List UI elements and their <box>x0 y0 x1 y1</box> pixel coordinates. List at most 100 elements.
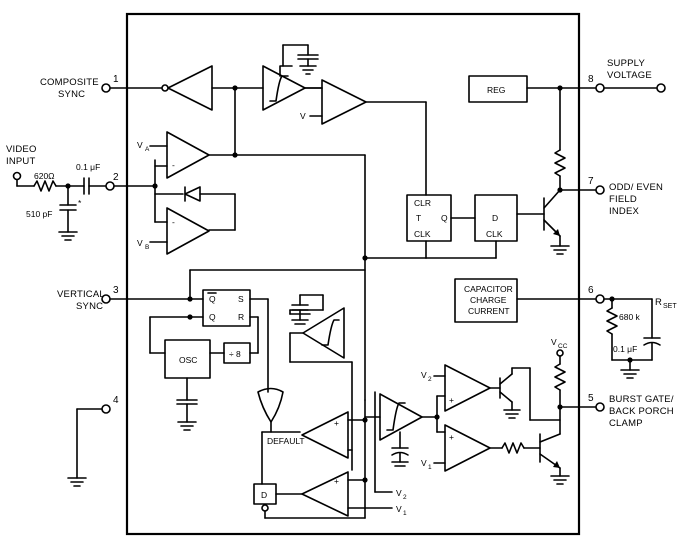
ccc-line2: CHARGE <box>470 295 507 305</box>
pin8-label-line2: VOLTAGE <box>607 70 652 81</box>
comp-b-minus: - <box>172 217 175 227</box>
ccc-line3: CURRENT <box>468 306 510 316</box>
pin8-number: 8 <box>588 74 594 85</box>
d-latch-small: D <box>253 483 366 519</box>
d-small-label: D <box>261 490 267 500</box>
default-label: DEFAULT <box>267 436 305 446</box>
or-gate: DEFAULT <box>257 387 305 485</box>
opamp-v2: + V 2 <box>421 364 531 421</box>
comparator-v1: + V 1 <box>275 471 407 517</box>
rset-sub: SET <box>663 303 677 310</box>
pin5-label-line2: BACK PORCH <box>609 406 674 417</box>
pin7-label-line3: INDEX <box>609 206 639 217</box>
osc-label: OSC <box>179 355 197 365</box>
pullup-resistor <box>554 149 566 177</box>
vb-label: V <box>137 238 143 248</box>
supply-terminal <box>656 83 666 93</box>
pin-6-rset: 6 R SET 680 k 0.1 μF <box>588 285 677 379</box>
v2-sub-a: 2 <box>403 494 407 501</box>
v1-sub-b: 1 <box>428 464 432 471</box>
pin-1-composite-sync: COMPOSITE SYNC 1 <box>40 65 264 157</box>
pin1-label-line1: COMPOSITE <box>40 77 99 88</box>
rset-value: 680 k <box>619 312 641 322</box>
v2-line: V 2 <box>374 391 407 501</box>
pin3-number: 3 <box>113 285 119 296</box>
v2-sub-b: 2 <box>428 376 432 383</box>
inverter-bubble <box>161 84 169 92</box>
pin3-terminal <box>101 294 111 304</box>
latch-qbar: Q <box>209 294 216 304</box>
ic-package-outline <box>125 12 581 536</box>
comparator-b: - V B <box>137 207 210 255</box>
v-ref-label: V <box>300 111 306 121</box>
pin3-label-line2: SYNC <box>76 301 103 312</box>
opamp-v1: + V 1 <box>421 424 541 472</box>
ff-clk: CLK <box>414 229 431 239</box>
pin1-number: 1 <box>113 74 119 85</box>
dff-d: D <box>492 213 498 223</box>
pin-5-burst-gate: V CC 5 BURST GATE/ BACK PORCH CLAMP <box>529 337 674 485</box>
cmp-default-plus: + <box>334 418 339 428</box>
pin1-terminal <box>101 83 111 93</box>
pin-2-video-input: VIDEO INPUT 620Ω 0.1 μF 2 510 pF * <box>6 144 158 241</box>
regulator-label: REG <box>487 85 505 95</box>
pin5-label-line1: BURST GATE/ <box>609 394 674 405</box>
pin3-label-line1: VERTICAL <box>57 289 105 300</box>
vcc-sub: CC <box>558 343 568 350</box>
vb-sub: B <box>145 244 149 251</box>
pin7-number: 7 <box>588 176 594 187</box>
pin6-number: 6 <box>588 285 594 296</box>
pin6-terminal <box>595 294 605 304</box>
pin-8-supply-voltage: REG 8 SUPPLY VOLTAGE <box>468 58 666 191</box>
pin4-number: 4 <box>113 395 119 406</box>
regulator-block <box>468 75 528 103</box>
v1-label-b: V <box>421 458 427 468</box>
video-input-line2: INPUT <box>6 156 36 167</box>
cset-value: 0.1 μF <box>613 344 637 354</box>
latch-s: S <box>238 294 244 304</box>
d-flip-flop: D CLK <box>474 194 518 242</box>
div8-label: ÷ 8 <box>229 349 241 359</box>
input-resistor-value: 620Ω <box>34 171 55 181</box>
va-label: V <box>137 140 143 150</box>
input-resistor <box>33 180 57 192</box>
pin5-label-line3: CLAMP <box>609 418 643 429</box>
pin2-number: 2 <box>113 172 119 183</box>
shunt-cap-value: 510 pF <box>26 209 52 219</box>
top-schmitt-trigger <box>262 44 323 111</box>
pin-3-vertical-sync: VERTICAL SYNC 3 <box>57 257 366 401</box>
shunt-cap-note: * <box>78 198 82 208</box>
cmp-v1-plus: + <box>334 476 339 486</box>
ccc-line1: CAPACITOR <box>464 284 513 294</box>
ff-clr: CLR <box>414 198 431 208</box>
pin8-terminal <box>595 83 605 93</box>
diode <box>154 186 236 231</box>
oscillator: OSC <box>164 339 225 431</box>
latch-q: Q <box>209 312 216 322</box>
v1-sub-a: 1 <box>403 510 407 517</box>
toggle-flip-flop: CLR T Q CLK <box>406 194 476 242</box>
comparator-v: V <box>300 79 427 196</box>
video-input-line1: VIDEO <box>6 144 37 155</box>
ff-t: T <box>416 213 421 223</box>
pin4-terminal <box>101 404 111 414</box>
video-input-terminal <box>12 171 22 181</box>
pin2-terminal <box>105 181 115 191</box>
ff-q: Q <box>441 213 448 223</box>
v2-label-b: V <box>421 370 427 380</box>
dff-clk: CLK <box>486 229 503 239</box>
pin7-terminal <box>595 185 605 195</box>
rset-resistor <box>606 307 618 335</box>
comp-a-minus: - <box>172 160 175 170</box>
opv2-plus: + <box>449 395 454 405</box>
pin-4-ground: 4 <box>67 395 119 487</box>
pin5-terminal <box>595 402 605 412</box>
capacitor-charge-current: CAPACITOR CHARGE CURRENT <box>454 278 597 323</box>
ramp-schmitt <box>289 294 353 471</box>
input-buffer-triangle <box>167 65 213 111</box>
pin5-number: 5 <box>588 393 594 404</box>
latch-r: R <box>238 312 244 322</box>
v1-label-a: V <box>396 504 402 514</box>
comparator-a: V A - <box>137 131 366 259</box>
